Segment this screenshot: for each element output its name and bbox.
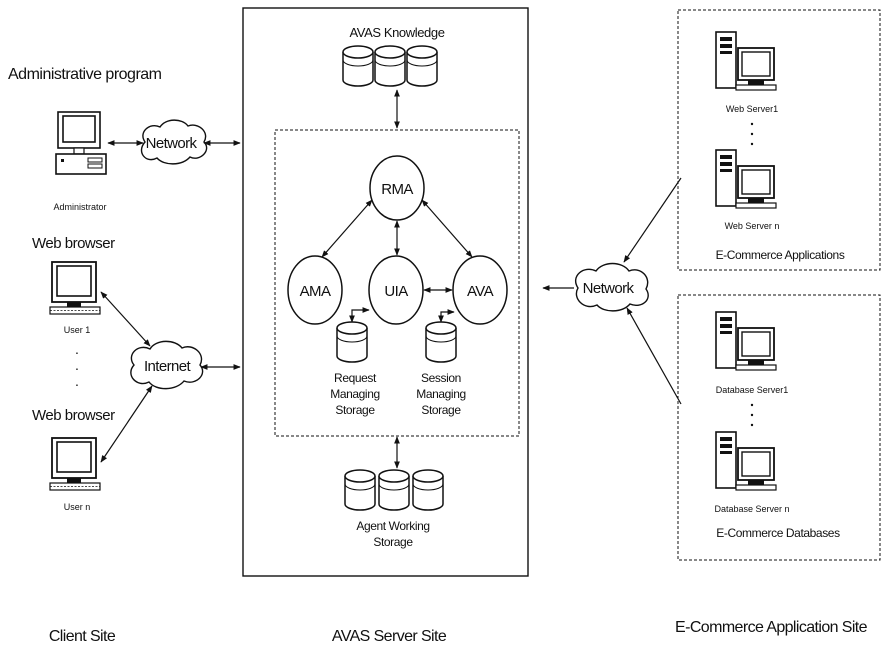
databases-network-link <box>626 307 682 405</box>
request-storage-icon <box>336 321 368 363</box>
database-server-1-label: Database Server1 <box>716 385 789 395</box>
ecommerce-databases-box <box>677 294 881 561</box>
ellipsis-dot: · <box>75 344 80 360</box>
network-label-client: Network <box>146 135 198 152</box>
rma-ava-link <box>421 199 473 258</box>
ellipsis-dot <box>750 423 754 427</box>
web-browser-label-n: Web browser <box>32 407 115 424</box>
uia-label: UIA <box>384 283 408 300</box>
user-n-label: User n <box>64 502 91 512</box>
ecommerce-databases-label: E-Commerce Databases <box>716 526 840 540</box>
working-storage-label: Agent Working <box>356 519 429 533</box>
knowledge-database-icon <box>374 45 406 87</box>
ava-session-link <box>438 309 455 323</box>
rma-agent <box>369 155 425 221</box>
network-cloud-icon <box>575 262 649 312</box>
uia-agent <box>368 255 424 325</box>
ama-label: AMA <box>300 283 331 300</box>
ellipsis-dot <box>750 132 754 136</box>
agents-dashed-box <box>274 129 520 437</box>
request-storage-label: Request <box>334 371 377 385</box>
avas-server-site-label: AVAS Server Site <box>332 628 447 645</box>
user-1-computer-icon <box>49 261 101 315</box>
user-1-label: User 1 <box>64 325 91 335</box>
database-server-n-label: Database Server n <box>714 504 789 514</box>
ellipsis-dot <box>750 403 754 407</box>
applications-network-link <box>623 177 682 263</box>
web-server-1-icon <box>715 31 777 91</box>
user-n-computer-icon <box>49 437 101 491</box>
ellipsis-dot <box>750 142 754 146</box>
ellipsis-dot: · <box>75 376 80 392</box>
web-server-n-label: Web Server n <box>725 221 780 231</box>
ellipsis-dot <box>750 413 754 417</box>
web-server-1-label: Web Server1 <box>726 104 778 114</box>
avas-knowledge-label: AVAS Knowledge <box>349 25 444 40</box>
rma-ama-link <box>321 199 373 258</box>
working-storage-icon <box>344 469 376 511</box>
database-server-n-icon <box>715 431 777 491</box>
ecommerce-applications-label: E-Commerce Applications <box>716 248 845 262</box>
network-label-ecommerce: Network <box>583 280 635 297</box>
session-storage-icon <box>425 321 457 363</box>
client-site-label: Client Site <box>49 628 116 645</box>
web-server-n-icon <box>715 149 777 209</box>
ecommerce-site-label: E-Commerce Application Site <box>675 619 868 636</box>
ellipsis-dot: · <box>75 360 80 376</box>
session-storage-label: Storage <box>421 403 461 417</box>
administrator-label: Administrator <box>53 202 106 212</box>
request-storage-label: Storage <box>335 403 375 417</box>
database-server-1-icon <box>715 311 777 371</box>
working-storage-icon <box>378 469 410 511</box>
rma-label: RMA <box>381 181 413 198</box>
working-storage-label: Storage <box>373 535 413 549</box>
web-browser-label-1: Web browser <box>32 235 115 252</box>
ava-label: AVA <box>467 283 494 300</box>
session-storage-label: Managing <box>416 387 466 401</box>
internet-label: Internet <box>144 358 191 375</box>
usern-internet-link <box>100 385 153 463</box>
request-storage-label: Managing <box>330 387 380 401</box>
session-storage-label: Session <box>421 371 461 385</box>
internet-cloud-icon <box>130 340 204 390</box>
ama-agent <box>287 255 343 325</box>
ava-agent <box>452 255 508 325</box>
uia-request-link <box>349 307 370 323</box>
knowledge-database-icon <box>406 45 438 87</box>
ellipsis-dot <box>750 122 754 126</box>
working-storage-icon <box>412 469 444 511</box>
avas-server-box <box>242 7 529 577</box>
admin-program-title: Administrative program <box>8 66 162 83</box>
user1-internet-link <box>100 291 151 347</box>
administrator-computer-icon <box>55 111 107 175</box>
ecommerce-applications-box <box>677 9 881 271</box>
knowledge-database-icon <box>342 45 374 87</box>
